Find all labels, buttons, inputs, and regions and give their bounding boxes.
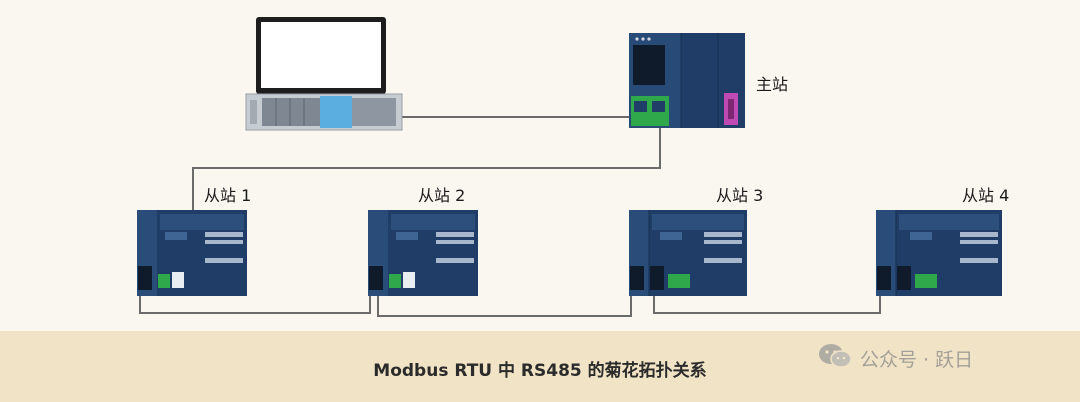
connection-cables bbox=[139, 116, 881, 317]
cable-slave3-to-slave4 bbox=[653, 296, 881, 314]
slave-3-label: 从站 3 bbox=[716, 186, 764, 205]
master-label: 主站 bbox=[756, 75, 789, 94]
watermark-text: 公众号 · 跃日 bbox=[860, 348, 974, 371]
slave-plc-1 bbox=[137, 210, 247, 296]
slave-1-label: 从站 1 bbox=[204, 186, 252, 205]
wechat-icon bbox=[818, 342, 852, 374]
slave-4-label: 从站 4 bbox=[962, 186, 1010, 205]
cable-slave2-to-slave3 bbox=[377, 296, 632, 317]
caption-bar bbox=[0, 331, 1080, 402]
slave-plc-4 bbox=[876, 210, 1002, 296]
cable-slave1-to-slave2 bbox=[139, 296, 371, 314]
master-plc bbox=[629, 33, 745, 128]
cable-master-to-slave1 bbox=[192, 124, 661, 212]
slave-2-label: 从站 2 bbox=[418, 186, 466, 205]
pc-rack bbox=[245, 93, 403, 131]
watermark: 公众号 · 跃日 bbox=[818, 343, 973, 373]
slave-plc-2 bbox=[368, 210, 478, 296]
slave-plc-3 bbox=[629, 210, 747, 296]
diagram-caption: Modbus RTU 中 RS485 的菊花拓扑关系 bbox=[373, 361, 707, 381]
pc-monitor bbox=[256, 17, 386, 100]
